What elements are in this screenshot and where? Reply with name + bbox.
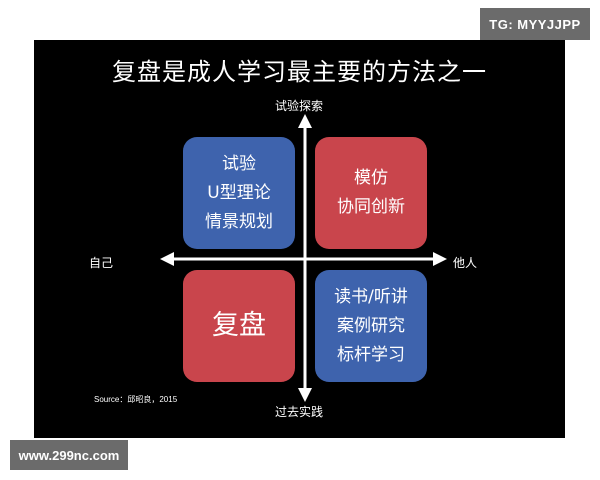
quadrant-bottom-right: 读书/听讲 案例研究 标杆学习 — [315, 270, 427, 382]
quadrant-line: 读书/听讲 — [334, 286, 408, 307]
axis-label-left: 自己 — [89, 256, 114, 270]
quadrant-line: 试验 — [222, 153, 256, 174]
quadrant-line: 情景规划 — [205, 211, 273, 232]
quadrant-line: U型理论 — [207, 182, 271, 203]
arrow-right-icon — [433, 252, 447, 266]
quadrant-line: 模仿 — [354, 168, 388, 188]
quadrant-line: 协同创新 — [337, 197, 405, 217]
quadrant-line: 案例研究 — [337, 315, 405, 336]
site-watermark: www.299nc.com — [10, 440, 128, 470]
quadrant-line: 标杆学习 — [337, 344, 405, 365]
quadrant-top-right: 模仿 协同创新 — [315, 137, 427, 249]
axes — [160, 114, 447, 402]
arrow-down-icon — [298, 388, 312, 402]
axis-label-top: 试验探索 — [275, 99, 324, 113]
quadrant-top-left: 试验 U型理论 情景规划 — [183, 137, 295, 249]
quadrant-bottom-left: 复盘 — [183, 270, 295, 382]
axis-label-right: 他人 — [453, 256, 478, 270]
channel-badge: TG: MYYJJPP — [480, 8, 590, 40]
arrow-left-icon — [160, 252, 174, 266]
slide-title: 复盘是成人学习最主要的方法之一 — [112, 58, 487, 86]
arrow-up-icon — [298, 114, 312, 128]
quadrant-line: 复盘 — [212, 310, 266, 341]
axis-label-bottom: 过去实践 — [275, 405, 324, 419]
source-citation: Source：邱昭良，2015 — [94, 395, 178, 404]
diagram-slide: 复盘是成人学习最主要的方法之一 试验探索 过去实践 自己 他人 试验 U型理论 … — [34, 40, 565, 438]
